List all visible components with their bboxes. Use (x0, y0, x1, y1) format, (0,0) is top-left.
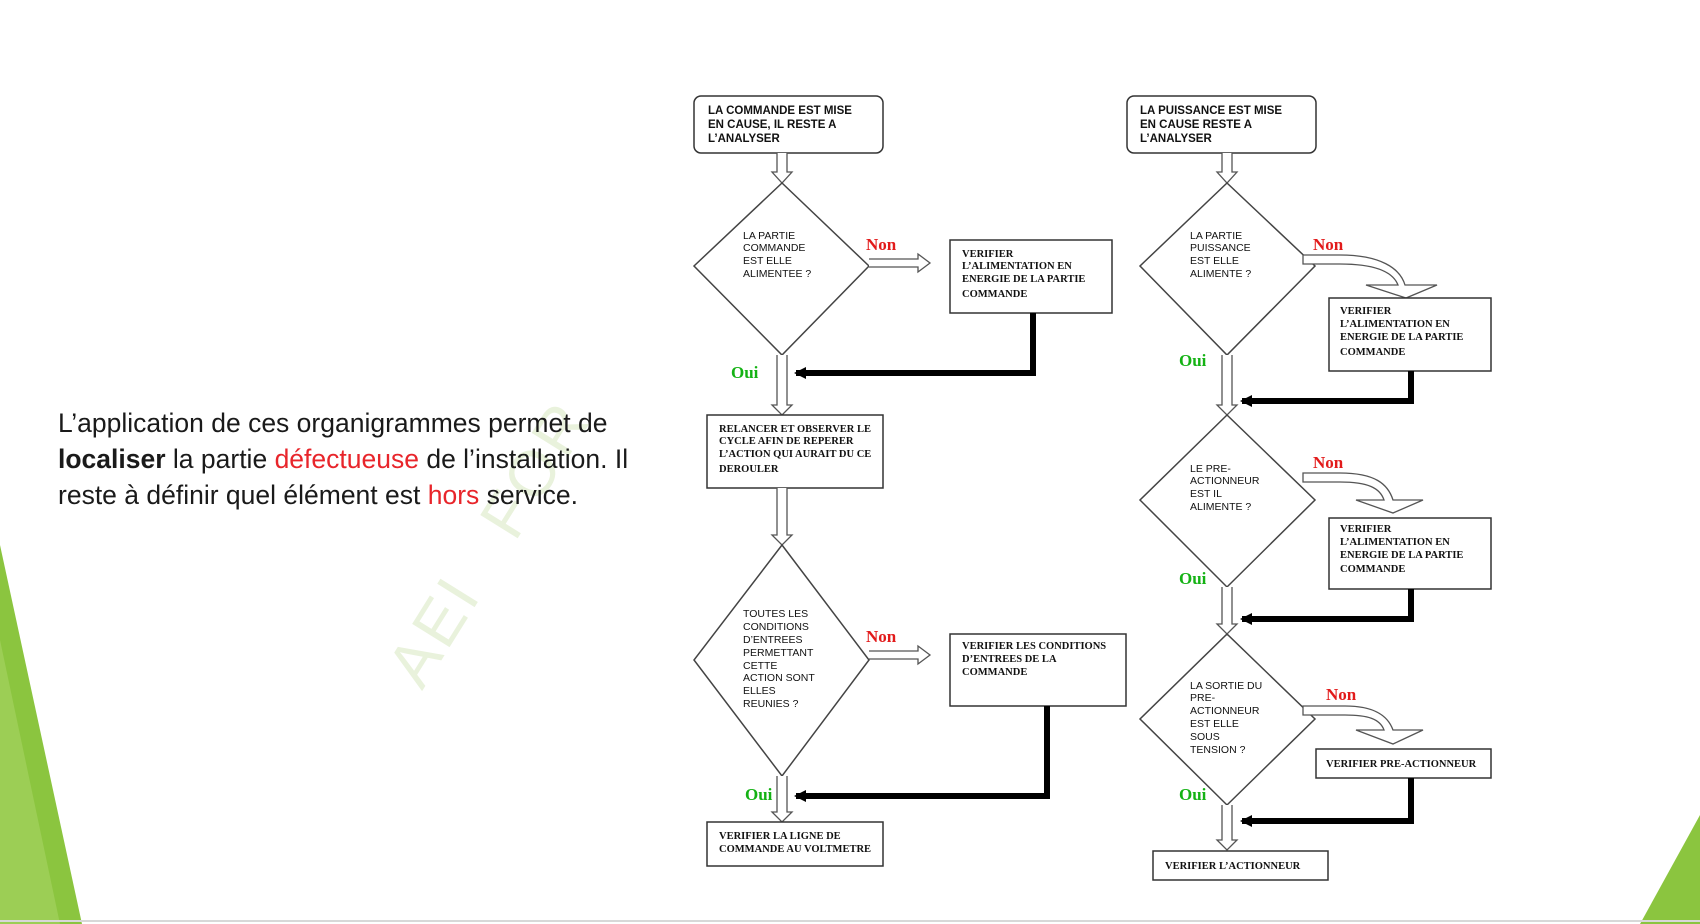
intro-text-1: L’application de ces organigrammes perme… (58, 408, 608, 438)
left-return-arrow-1 (794, 313, 1036, 379)
left-arrow-4 (770, 776, 794, 823)
right-end-box (1152, 850, 1329, 881)
right-end-text: VERIFIER L’ACTIONNEUR (1165, 861, 1301, 872)
right-action-box-1 (1328, 297, 1492, 372)
right-arrow-1 (1215, 153, 1239, 184)
left-accent-triangle-light (0, 640, 60, 924)
intro-text-4: service. (479, 480, 578, 510)
left-flowchart: LA COMMANDE EST MISE EN CAUSE, IL RESTE … (692, 95, 1127, 867)
intro-text-3: de l’installation. Il reste à définir qu… (58, 444, 629, 510)
left-step-box (706, 414, 884, 489)
right-decision-2-text: LE PRE- ACTIONNEUR EST IL ALIMENTE ? (1190, 463, 1262, 513)
intro-bold-word: localiser (58, 444, 166, 474)
right-arrow-2 (1215, 355, 1239, 416)
right-return-arrow-1 (1240, 371, 1414, 407)
right-action-1-text: VERIFIER L’ALIMENTATION EN ENERGIE DE LA… (1340, 306, 1466, 358)
left-action-1-text: VERIFIER L’ALIMENTATION EN ENERGIE DE LA… (962, 249, 1088, 300)
right-arrow-3 (1215, 587, 1239, 635)
right-non-arrow-3 (1302, 705, 1424, 745)
left-arrow-3 (770, 488, 794, 546)
left-arrow-1 (770, 153, 794, 184)
right-oui-label-3: Oui (1179, 785, 1207, 804)
intro-red-word-1: défectueuse (274, 444, 419, 474)
left-end-box (706, 821, 884, 867)
left-oui-label-2: Oui (745, 785, 773, 804)
right-non-arrow-1 (1302, 254, 1438, 299)
right-decision-1-text: LA PARTIE PUISSANCE EST ELLE ALIMENTE ? (1190, 230, 1254, 280)
right-flowchart: LA PUISSANCE EST MISE EN CAUSE RESTE A L… (1126, 95, 1492, 881)
right-return-arrow-3 (1240, 778, 1414, 827)
right-non-label-1: Non (1313, 235, 1344, 254)
left-oui-label-1: Oui (731, 363, 759, 382)
intro-paragraph: L’application de ces organigrammes perme… (58, 405, 668, 513)
left-decision-1-text: LA PARTIE COMMANDE EST ELLE ALIMENTEE ? (743, 230, 811, 280)
left-start-text: LA COMMANDE EST MISE EN CAUSE, IL RESTE … (708, 105, 855, 145)
left-action-box-2 (949, 633, 1127, 707)
right-action-2-text: VERIFIER L’ALIMENTATION EN ENERGIE DE LA… (1340, 524, 1466, 575)
left-step-text: RELANCER ET OBSERVER LE CYCLE AFIN DE RE… (719, 424, 874, 475)
right-non-label-3: Non (1326, 685, 1357, 704)
left-end-text: VERIFIER LA LIGNE DE COMMANDE AU VOLTMET… (719, 831, 871, 855)
left-non-label-1: Non (866, 235, 897, 254)
right-non-label-2: Non (1313, 453, 1344, 472)
right-action-3-text: VERIFIER PRE-ACTIONNEUR (1326, 759, 1477, 770)
left-non-arrow-2 (869, 644, 932, 666)
right-action-box-3 (1315, 748, 1492, 779)
right-non-arrow-2 (1302, 472, 1424, 514)
right-arrow-4 (1215, 805, 1239, 851)
left-decision-2-text: TOUTES LES CONDITIONS D’ENTREES PERMETTA… (743, 608, 817, 710)
right-action-box-2 (1328, 517, 1492, 590)
right-accent-triangle (1640, 815, 1700, 924)
left-action-box-1 (949, 239, 1113, 314)
left-non-label-2: Non (866, 627, 897, 646)
intro-red-word-2: hors (427, 480, 480, 510)
right-start-text: LA PUISSANCE EST MISE EN CAUSE RESTE A L… (1140, 105, 1285, 145)
right-oui-label-2: Oui (1179, 569, 1207, 588)
right-decision-3-text: LA SORTIE DU PRE- ACTIONNEUR EST ELLE SO… (1190, 680, 1265, 756)
intro-text-2: la partie (165, 444, 275, 474)
left-start-box (693, 95, 884, 154)
left-action-2-text: VERIFIER LES CONDITIONS D’ENTREES DE LA … (962, 641, 1109, 678)
left-non-arrow-1 (869, 252, 932, 274)
right-oui-label-1: Oui (1179, 351, 1207, 370)
left-arrow-2 (770, 355, 794, 416)
left-return-arrow-2 (794, 706, 1050, 802)
left-decision-2 (693, 543, 870, 778)
right-return-arrow-2 (1240, 589, 1414, 625)
